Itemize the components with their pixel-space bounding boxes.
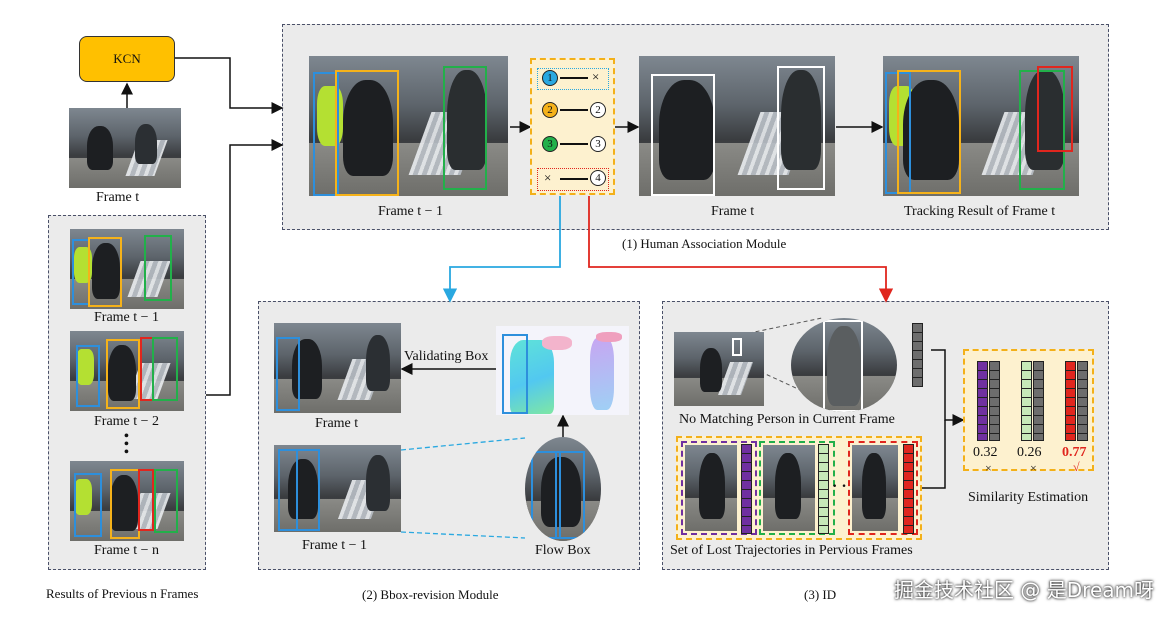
- sim-vec-red-query: [1077, 361, 1088, 441]
- sim-vec-purple: [977, 361, 988, 441]
- match-2-left: 2: [542, 102, 558, 118]
- match-4-left: ×: [544, 170, 552, 185]
- blue-to-bbox-arrow: [442, 196, 561, 303]
- flow-box-zoom-image: [525, 437, 601, 541]
- frame-t-caption: Frame t: [96, 190, 140, 205]
- match-1-left: 1: [542, 70, 558, 86]
- prev-frame-1-caption: Frame t − 1: [94, 310, 160, 325]
- match-1-right: ×: [592, 69, 600, 84]
- score-1-value: 0.32: [973, 445, 998, 460]
- no-match-caption: No Matching Person in Current Frame: [679, 412, 895, 427]
- score-2-mark: ×: [1030, 461, 1037, 475]
- score-3-mark: √: [1073, 460, 1080, 474]
- assoc-frame-cur-image: [639, 56, 835, 196]
- prev-frame-n-image: [70, 461, 184, 541]
- assoc-frame-cur-caption: Frame t: [711, 204, 755, 219]
- prev-frame-1-image: [70, 229, 184, 309]
- flow-dashed-1: [400, 437, 526, 451]
- lost-track-red-vector: [903, 444, 914, 534]
- prev-frame-2-caption: Frame t − 2: [94, 414, 160, 429]
- prev-frame-2-image: [70, 331, 184, 411]
- id-module-caption: (3) ID: [804, 587, 837, 602]
- lost-track-dots: · · ·: [832, 478, 857, 495]
- match-row-4: [537, 168, 609, 191]
- kcn-to-association-arrow: [175, 57, 284, 114]
- sim-vec-green-query: [1033, 361, 1044, 441]
- lost-track-green-image: [763, 445, 815, 531]
- prev-frame-n-caption: Frame t − n: [94, 543, 160, 558]
- similarity-caption: Similarity Estimation: [968, 490, 1089, 505]
- watermark: 掘金技术社区 @ 是Dream呀: [894, 578, 1154, 602]
- no-match-frame-image: [674, 332, 764, 406]
- red-to-id-arrow: [588, 196, 894, 303]
- bbox-frame-prev-image: [274, 445, 401, 532]
- flow-box-caption: Flow Box: [535, 543, 591, 558]
- lost-to-sim-line: [922, 420, 946, 489]
- match-1-arrow: [560, 77, 588, 79]
- similarity-box: 0.32 × 0.26 × 0.77 √: [963, 349, 1094, 475]
- match-4-right: 4: [590, 170, 606, 186]
- lost-track-purple-vector: [741, 444, 752, 534]
- assoc-frame-prev-image: [309, 56, 508, 196]
- bbox-module-caption: (2) Bbox-revision Module: [362, 587, 499, 602]
- lost-track-green: [759, 441, 835, 535]
- sim-vec-purple-query: [989, 361, 1000, 441]
- score-2-value: 0.26: [1017, 445, 1042, 460]
- matching-box: 1 × 2 2 3 3 × 4: [530, 58, 615, 195]
- optical-flow-image: [496, 326, 629, 415]
- bbox-frame-t-image: [274, 323, 401, 413]
- match-2-arrow: [560, 109, 588, 111]
- previous-to-association-arrow: [206, 139, 284, 396]
- bbox-frame-prev-caption: Frame t − 1: [302, 538, 368, 553]
- match-3-left: 3: [542, 136, 558, 152]
- no-match-zoom-image: [791, 318, 897, 412]
- frame-t-image: [69, 108, 181, 188]
- score-3-value: 0.77: [1062, 445, 1087, 460]
- tracking-result-image: [883, 56, 1079, 196]
- lost-track-purple: [681, 441, 757, 535]
- association-module-caption: (1) Human Association Module: [622, 236, 787, 251]
- sim-vec-green: [1021, 361, 1032, 441]
- match-3-arrow: [560, 143, 588, 145]
- sim-vec-red: [1065, 361, 1076, 441]
- match-3-right: 3: [590, 136, 606, 152]
- lost-track-red-image: [852, 445, 898, 531]
- validating-box-label: Validating Box: [404, 349, 489, 364]
- kcn-box: KCN: [79, 36, 175, 82]
- tracking-result-caption: Tracking Result of Frame t: [904, 204, 1056, 219]
- no-match-feature-vector: [912, 323, 923, 387]
- match-row-1: [537, 68, 609, 90]
- previous-frames-caption: Results of Previous n Frames: [46, 586, 199, 601]
- lost-set-caption: Set of Lost Trajectories in Pervious Fra…: [670, 543, 913, 558]
- ellipsis-dots: • • •: [124, 429, 129, 460]
- kcn-label: KCN: [113, 51, 141, 66]
- lost-track-purple-image: [685, 445, 737, 531]
- flow-dashed-2: [400, 531, 526, 539]
- match-4-arrow: [560, 178, 588, 180]
- no-match-to-sim-line: [931, 349, 965, 426]
- lost-track-red: [848, 441, 918, 535]
- bbox-frame-t-caption: Frame t: [315, 416, 359, 431]
- score-1-mark: ×: [985, 461, 992, 475]
- match-2-right: 2: [590, 102, 606, 118]
- lost-track-green-vector: [818, 444, 829, 534]
- assoc-frame-prev-caption: Frame t − 1: [378, 204, 444, 219]
